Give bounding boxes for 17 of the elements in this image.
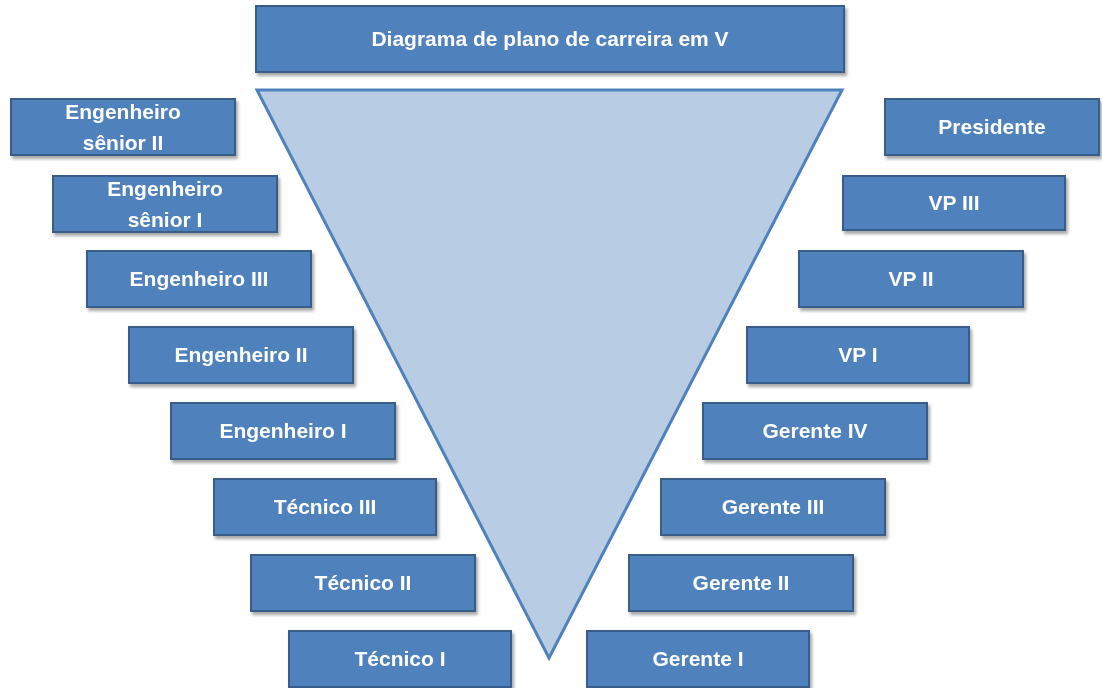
role-box: Engenheiro sênior I — [52, 175, 278, 233]
title-banner: Diagrama de plano de carreira em V — [255, 5, 845, 73]
role-box: Gerente I — [586, 630, 810, 688]
role-box: Gerente III — [660, 478, 886, 536]
role-box: Engenheiro II — [128, 326, 354, 384]
role-box: Técnico II — [250, 554, 476, 612]
role-box: Presidente — [884, 98, 1100, 156]
role-box: Engenheiro sênior II — [10, 98, 236, 156]
role-box: Técnico III — [213, 478, 437, 536]
role-box: Gerente IV — [702, 402, 928, 460]
role-box: VP I — [746, 326, 970, 384]
role-box: Gerente II — [628, 554, 854, 612]
role-box: VP III — [842, 175, 1066, 231]
role-box: Técnico I — [288, 630, 512, 688]
role-box: Engenheiro I — [170, 402, 396, 460]
role-box: VP II — [798, 250, 1024, 308]
role-box: Engenheiro III — [86, 250, 312, 308]
